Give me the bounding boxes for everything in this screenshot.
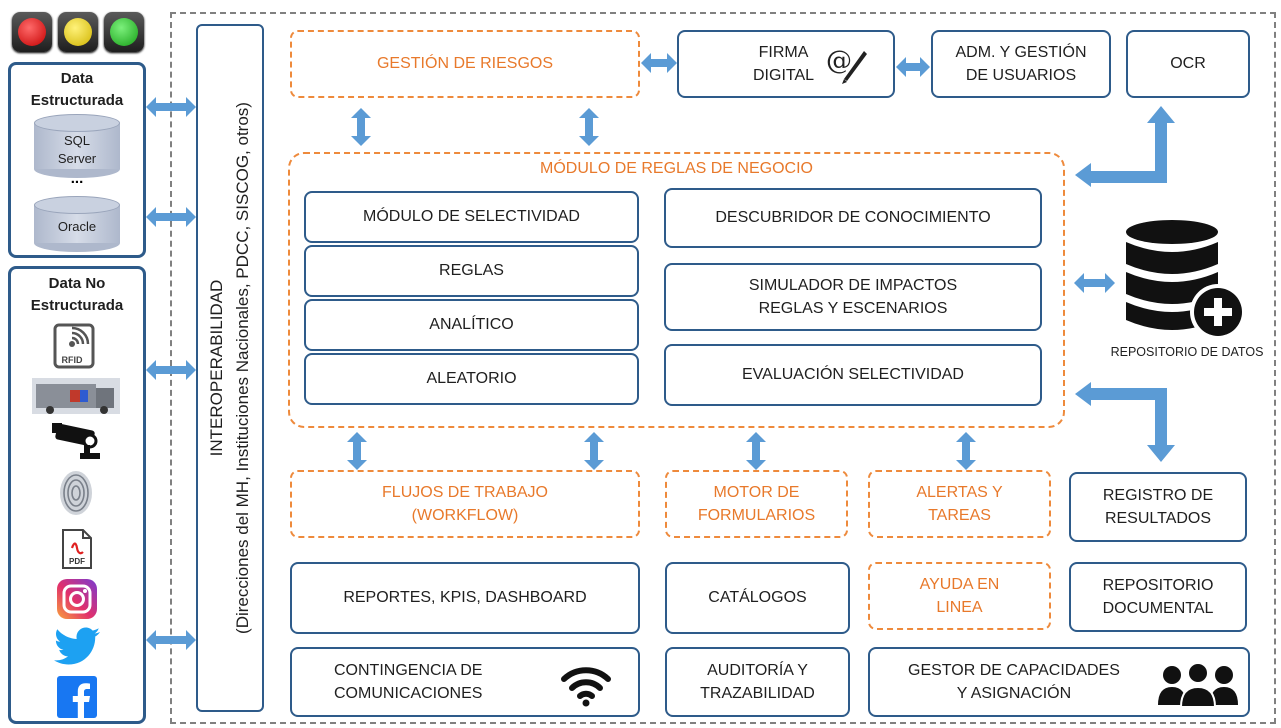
reportes-box: REPORTES, KPIS, DASHBOARD <box>290 562 640 634</box>
data-estructurada-panel <box>8 62 146 258</box>
alertas-label: ALERTAS Y TAREAS <box>916 483 1003 524</box>
evaluacion-label: EVALUACIÓN SELECTIVIDAD <box>742 366 964 384</box>
ayuda-box: AYUDA EN LINEA <box>868 562 1051 630</box>
ocr-box: OCR <box>1126 30 1250 98</box>
registro-label: REGISTRO DE RESULTADOS <box>1102 486 1214 527</box>
rfid-label: RFID <box>62 355 83 365</box>
data-no-estructurada-title: Data No Estructurada <box>30 275 124 314</box>
wifi-icon <box>561 667 611 707</box>
data-no-estructurada-panel <box>8 266 146 724</box>
reglas-box: REGLAS <box>304 245 639 297</box>
flujos-box: FLUJOS DE TRABAJO (WORKFLOW) <box>290 470 640 538</box>
reportes-label: REPORTES, KPIS, DASHBOARD <box>343 589 587 607</box>
motor-label: MOTOR DE FORMULARIOS <box>697 483 816 524</box>
gestor-box: GESTOR DE CAPACIDADES Y ASIGNACIÓN <box>868 647 1250 717</box>
data-arrows <box>146 97 196 650</box>
oracle-label: Oracle <box>57 219 97 234</box>
alertas-box: ALERTAS Y TAREAS <box>868 470 1051 538</box>
interoperabilidad-panel <box>196 24 264 712</box>
ellipsis-label: ... <box>70 170 84 187</box>
simulador-box: SIMULADOR DE IMPACTOS REGLAS Y ESCENARIO… <box>664 263 1042 331</box>
oracle-database-icon: Oracle <box>34 196 120 252</box>
rfid-icon: RFID <box>53 323 95 369</box>
instagram-icon <box>57 579 97 619</box>
repositorio-documental-box: REPOSITORIO DOCUMENTAL <box>1069 562 1247 632</box>
modulo-reglas-title: MÓDULO DE REGLAS DE NEGOCIO <box>540 160 813 177</box>
users-group-icon <box>1158 662 1238 707</box>
contingencia-box: CONTINGENCIA DE COMUNICACIONES <box>290 647 640 717</box>
svg-text:@: @ <box>826 46 852 76</box>
pdf-label: PDF <box>69 557 85 566</box>
twitter-icon <box>54 627 100 665</box>
fingerprint-icon <box>60 471 92 515</box>
pdf-icon: PDF <box>62 529 92 569</box>
registro-box: REGISTRO DE RESULTADOS <box>1069 472 1247 542</box>
ayuda-label: AYUDA EN LINEA <box>919 575 1000 616</box>
modulo-reglas-container <box>288 152 1065 428</box>
analitico-box: ANALÍTICO <box>304 299 639 351</box>
green-light-icon <box>104 12 144 52</box>
security-camera-icon <box>52 423 100 459</box>
flujos-label: FLUJOS DE TRABAJO (WORKFLOW) <box>382 483 548 524</box>
repositorio-documental-label: REPOSITORIO DOCUMENTAL <box>1102 576 1214 617</box>
adm-usuarios-box: ADM. Y GESTIÓN DE USUARIOS <box>931 30 1111 98</box>
auditoria-label: AUDITORÍA Y TRAZABILIDAD <box>700 661 815 702</box>
sql-server-database-icon: SQL Server <box>34 114 120 178</box>
signature-pen-icon: @ <box>826 46 868 84</box>
adm-usuarios-label: ADM. Y GESTIÓN DE USUARIOS <box>955 43 1087 84</box>
red-light-icon <box>12 12 52 52</box>
catalogos-box: CATÁLOGOS <box>665 562 850 634</box>
yellow-light-icon <box>58 12 98 52</box>
modulo-selectividad-box: MÓDULO DE SELECTIVIDAD <box>304 191 639 243</box>
sql-server-label: SQL Server <box>57 133 97 166</box>
gestor-label: GESTOR DE CAPACIDADES Y ASIGNACIÓN <box>908 661 1120 702</box>
catalogos-label: CATÁLOGOS <box>708 589 807 607</box>
database-add-icon <box>1126 220 1246 340</box>
contingencia-label: CONTINGENCIA DE COMUNICACIONES <box>334 661 483 702</box>
firma-digital-label: FIRMA DIGITAL <box>753 43 815 84</box>
descubridor-label: DESCUBRIDOR DE CONOCIMIENTO <box>715 209 991 227</box>
aleatorio-label: ALEATORIO <box>426 370 517 388</box>
facebook-icon <box>57 676 97 718</box>
auditoria-box: AUDITORÍA Y TRAZABILIDAD <box>665 647 850 717</box>
data-estructurada-title: Data Estructurada <box>30 70 124 109</box>
simulador-label: SIMULADOR DE IMPACTOS REGLAS Y ESCENARIO… <box>748 276 958 317</box>
analitico-label: ANALÍTICO <box>429 316 514 334</box>
gestion-riesgos-box: GESTIÓN DE RIESGOS <box>290 30 640 98</box>
motor-box: MOTOR DE FORMULARIOS <box>665 470 848 538</box>
aleatorio-box: ALEATORIO <box>304 353 639 405</box>
repositorio-datos-label: REPOSITORIO DE DATOS <box>1110 345 1264 359</box>
descubridor-box: DESCUBRIDOR DE CONOCIMIENTO <box>664 188 1042 248</box>
reglas-label: REGLAS <box>439 262 504 280</box>
evaluacion-box: EVALUACIÓN SELECTIVIDAD <box>664 344 1042 406</box>
modulo-selectividad-label: MÓDULO DE SELECTIVIDAD <box>363 208 580 226</box>
truck-scanner-icon <box>32 378 120 414</box>
gestion-riesgos-label: GESTIÓN DE RIESGOS <box>376 55 554 73</box>
ocr-label: OCR <box>1170 55 1206 73</box>
firma-digital-box: FIRMA DIGITAL @ <box>677 30 895 98</box>
